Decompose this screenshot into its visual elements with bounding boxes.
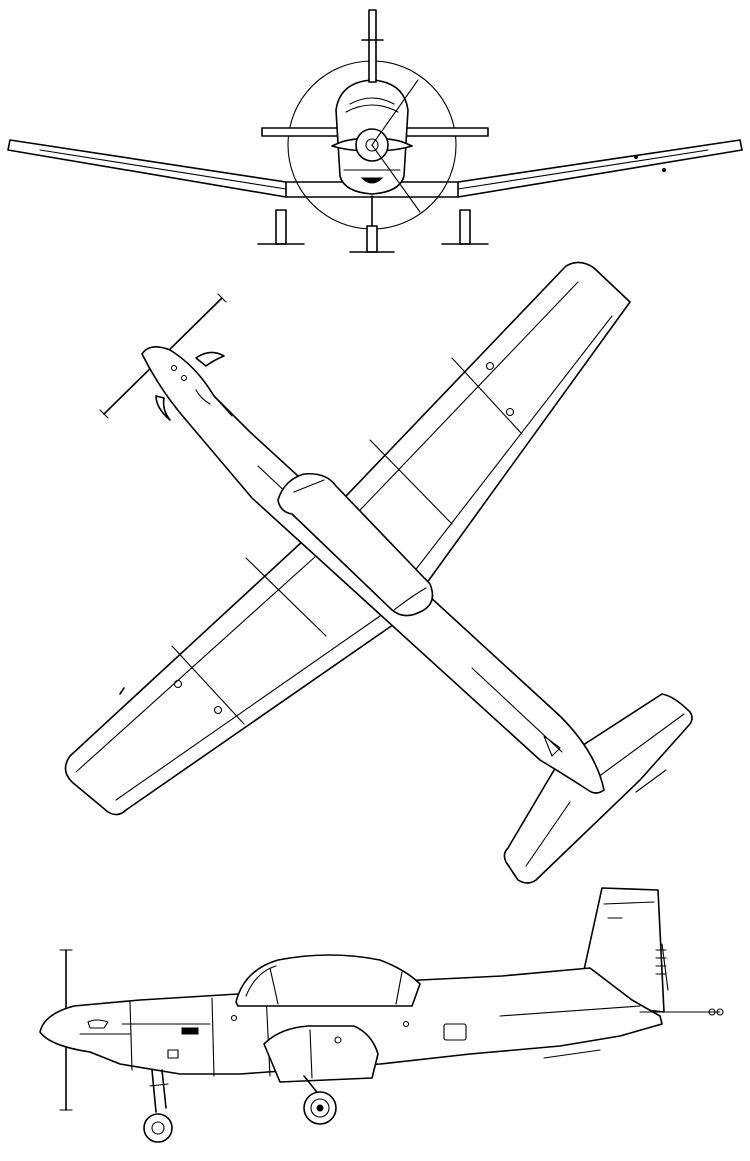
top-exhaust-stubs: [156, 352, 224, 420]
front-wing: [8, 140, 742, 197]
top-canopy: [278, 474, 432, 616]
front-view: [8, 10, 742, 252]
front-fin: [362, 10, 383, 82]
side-nose-gear: [144, 1070, 172, 1142]
side-view: [40, 888, 723, 1142]
top-view: [65, 262, 692, 883]
top-wing-left: [65, 540, 400, 815]
front-landing-gear: [258, 196, 488, 252]
front-propeller: [332, 80, 420, 212]
top-wing-right: [304, 262, 630, 620]
side-wing: [264, 1026, 378, 1082]
side-canopy: [236, 955, 420, 1006]
side-main-gear: [304, 1076, 336, 1124]
side-fuselage: [40, 968, 723, 1076]
